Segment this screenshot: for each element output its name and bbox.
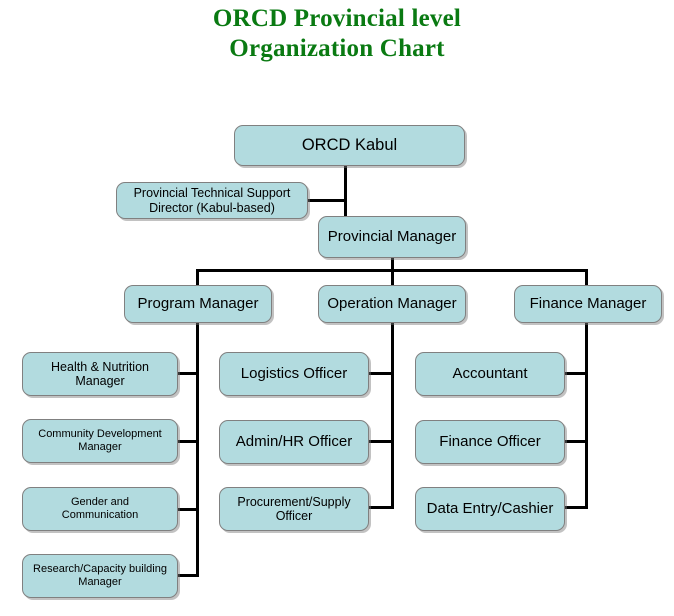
- node-admin-hr-officer[interactable]: Admin/HR Officer: [219, 420, 369, 464]
- connector-bus-to-operation-manager: [391, 269, 394, 286]
- connector-finance-stub-1: [563, 372, 588, 375]
- connector-program-stub-1: [178, 372, 199, 375]
- node-finance-officer[interactable]: Finance Officer: [415, 420, 565, 464]
- node-health-and-nutrition-manager[interactable]: Health & Nutrition Manager: [22, 352, 178, 396]
- node-accountant[interactable]: Accountant: [415, 352, 565, 396]
- node-provincial-technical-support-director[interactable]: Provincial Technical Support Director (K…: [116, 182, 308, 219]
- connector-program-stub-2: [178, 440, 199, 443]
- page-title: ORCD Provincial level Organization Chart: [0, 4, 674, 64]
- node-gender-and-communication[interactable]: Gender and Communication: [22, 487, 178, 531]
- connector-provincial-manager-down: [391, 258, 394, 272]
- node-orcd-kabul[interactable]: ORCD Kabul: [234, 125, 465, 166]
- node-provincial-manager[interactable]: Provincial Manager: [318, 216, 466, 258]
- node-data-entry-cashier[interactable]: Data Entry/Cashier: [415, 487, 565, 531]
- node-finance-manager[interactable]: Finance Manager: [514, 285, 662, 323]
- title-line-2: Organization Chart: [229, 35, 445, 62]
- node-research-capacity-building-manager[interactable]: Research/Capacity building Manager: [22, 554, 178, 598]
- connector-operation-stub-1: [369, 372, 394, 375]
- node-program-manager[interactable]: Program Manager: [124, 285, 272, 323]
- connector-finance-stub-2: [563, 440, 588, 443]
- connector-finance-spine: [585, 322, 588, 509]
- connector-root-to-provincial-manager: [344, 165, 347, 217]
- connector-bus-to-finance-manager: [585, 269, 588, 286]
- connector-program-stub-3: [178, 508, 199, 511]
- connector-finance-stub-3: [563, 506, 588, 509]
- connector-bus-to-program-manager: [196, 269, 199, 286]
- connector-program-stub-4: [178, 574, 199, 577]
- node-community-development-manager[interactable]: Community Development Manager: [22, 419, 178, 463]
- title-line-1: ORCD Provincial level: [212, 5, 462, 32]
- connector-operation-stub-2: [369, 440, 394, 443]
- connector-operation-spine: [391, 322, 394, 509]
- connector-program-spine: [196, 322, 199, 576]
- node-operation-manager[interactable]: Operation Manager: [318, 285, 466, 323]
- connector-advisor-to-trunk: [307, 199, 345, 202]
- node-procurement-supply-officer[interactable]: Procurement/Supply Officer: [219, 487, 369, 531]
- connector-operation-stub-3: [369, 506, 394, 509]
- node-logistics-officer[interactable]: Logistics Officer: [219, 352, 369, 396]
